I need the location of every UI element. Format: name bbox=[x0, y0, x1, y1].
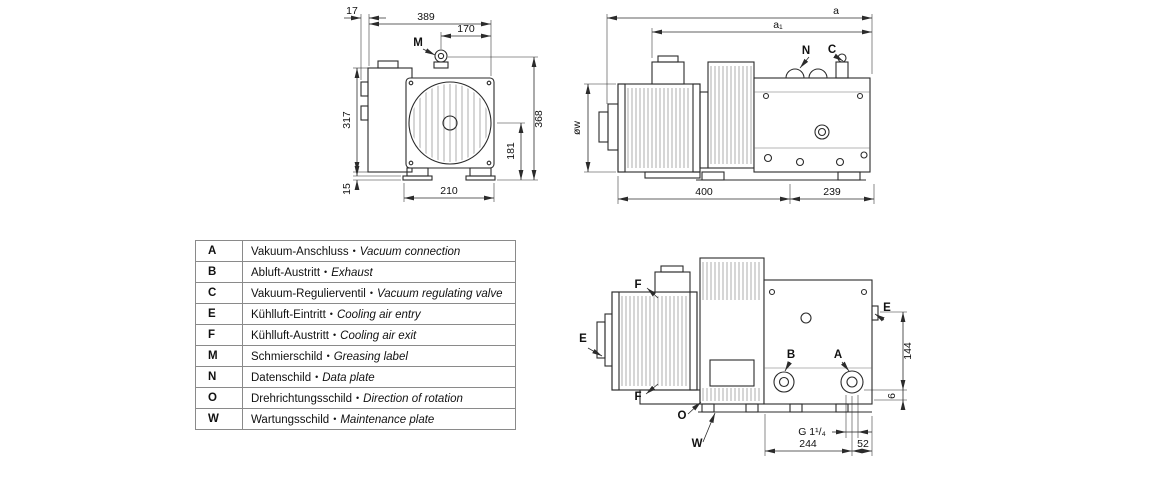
terminal-box bbox=[651, 61, 685, 85]
legend-row: O Drehrichtungsschild•Direction of rotat… bbox=[195, 387, 516, 409]
maintenance-plate-callout: W bbox=[692, 438, 703, 450]
dim-210-label: 210 bbox=[440, 185, 458, 197]
front-view-drawing: 17 389 170 M 317 368 181 15 bbox=[341, 5, 545, 202]
foot bbox=[789, 403, 803, 413]
legend-row: B Abluft-Austritt•Exhaust bbox=[195, 261, 516, 283]
legend-description: Wartungsschild•Maintenance plate bbox=[242, 408, 516, 430]
sight-glass bbox=[814, 124, 830, 140]
dim-a-label: a bbox=[833, 5, 839, 17]
dim-15-label: 15 bbox=[341, 183, 353, 195]
vacuum-port bbox=[840, 370, 864, 394]
legend-row: A Vakuum-Anschluss•Vacuum connection bbox=[195, 240, 516, 262]
legend-key: E bbox=[195, 303, 243, 325]
foot bbox=[701, 403, 715, 413]
motor-block bbox=[367, 67, 413, 173]
dim-239-label: 239 bbox=[823, 186, 841, 198]
fan-grille bbox=[408, 81, 492, 165]
exhaust-callout: B bbox=[787, 349, 795, 361]
legend-description: Kühlluft-Eintritt•Cooling air entry bbox=[242, 303, 516, 325]
legend-row: W Wartungsschild•Maintenance plate bbox=[195, 408, 516, 430]
bullet-separator: • bbox=[332, 329, 337, 340]
dim-317-label: 317 bbox=[341, 111, 353, 129]
foot bbox=[745, 403, 759, 413]
dim-181-label: 181 bbox=[505, 142, 517, 160]
legend-row: N Datenschild•Data plate bbox=[195, 366, 516, 388]
bullet-separator: • bbox=[369, 287, 373, 298]
bullet-separator: • bbox=[352, 245, 356, 256]
legend-row: E Kühlluft-Eintritt•Cooling air entry bbox=[195, 303, 516, 325]
terminal-box bbox=[654, 271, 691, 293]
bullet-separator: • bbox=[324, 266, 328, 277]
greasing-label-callout: M bbox=[413, 37, 423, 49]
motor-shaft bbox=[598, 111, 609, 143]
legend-description: Drehrichtungsschild•Direction of rotatio… bbox=[242, 387, 516, 409]
dim-a1-label: a₁ bbox=[773, 19, 783, 31]
legend-description: Vakuum-Anschluss•Vacuum connection bbox=[242, 240, 516, 262]
dim-368-label: 368 bbox=[533, 110, 545, 128]
legend-key: C bbox=[195, 282, 243, 304]
foot bbox=[837, 171, 861, 181]
dim-thread-label: G 1¹/₄ bbox=[798, 426, 826, 438]
label-plate bbox=[709, 359, 755, 387]
bullet-separator: • bbox=[333, 413, 337, 424]
dim-17-label: 17 bbox=[346, 5, 358, 17]
cooling-air-exit-callout-top: F bbox=[634, 279, 641, 291]
legend-key: F bbox=[195, 324, 243, 346]
pump-head bbox=[763, 279, 873, 405]
bullet-separator: • bbox=[356, 392, 360, 403]
legend-key: N bbox=[195, 366, 243, 388]
foot bbox=[701, 171, 725, 181]
legend-key: O bbox=[195, 387, 243, 409]
dim-170-label: 170 bbox=[457, 23, 475, 35]
bullet-separator: • bbox=[326, 350, 330, 361]
cooling-air-entry-callout-left: E bbox=[579, 333, 587, 345]
bullet-separator: • bbox=[329, 308, 333, 319]
legend-table: A Vakuum-Anschluss•Vacuum connection B A… bbox=[195, 240, 516, 430]
legend-description: Datenschild•Data plate bbox=[242, 366, 516, 388]
regulating-valve bbox=[835, 61, 849, 79]
side-view-drawing: a a₁ N C øw 400 239 bbox=[571, 5, 875, 204]
dim-144-label: 144 bbox=[902, 342, 914, 360]
rear-view-drawing: F E F E B A O W 144 6 G 1¹/₄ bbox=[579, 257, 914, 456]
legend-key: M bbox=[195, 345, 243, 367]
lifting-eyebolt bbox=[434, 49, 448, 63]
dim-244-label: 244 bbox=[799, 438, 817, 450]
dim-389-label: 389 bbox=[417, 11, 435, 23]
legend-description: Vakuum-Regulierventil•Vacuum regulating … bbox=[242, 282, 516, 304]
cooling-air-entry-callout-right: E bbox=[883, 302, 891, 314]
cooling-air-port bbox=[871, 305, 879, 321]
exhaust-port bbox=[773, 371, 795, 393]
dim-52-label: 52 bbox=[857, 438, 869, 450]
pump-head bbox=[753, 77, 871, 173]
bullet-separator: • bbox=[315, 371, 319, 382]
dim-400-label: 400 bbox=[695, 186, 713, 198]
motor-body bbox=[611, 291, 698, 391]
motor-shaft bbox=[596, 321, 606, 359]
dim-ow-label: øw bbox=[571, 121, 583, 135]
motor-body bbox=[617, 83, 701, 173]
regulating-valve-callout: C bbox=[828, 44, 836, 56]
separator-housing bbox=[699, 257, 765, 405]
legend-key: A bbox=[195, 240, 243, 262]
rotation-label-callout: O bbox=[678, 410, 687, 422]
foot bbox=[469, 167, 492, 177]
legend-description: Schmierschild•Greasing label bbox=[242, 345, 516, 367]
legend-key: W bbox=[195, 408, 243, 430]
vacuum-connection-callout: A bbox=[834, 349, 842, 361]
legend-row: C Vakuum-Regulierventil•Vacuum regulatin… bbox=[195, 282, 516, 304]
legend-description: Abluft-Austritt•Exhaust bbox=[242, 261, 516, 283]
legend-description: Kühlluft-Austritt•Cooling air exit bbox=[242, 324, 516, 346]
cooling-air-exit-callout-bottom: F bbox=[634, 391, 641, 403]
data-plate-callout: N bbox=[802, 45, 810, 57]
dim-6-label: 6 bbox=[886, 393, 898, 399]
legend-row: M Schmierschild•Greasing label bbox=[195, 345, 516, 367]
legend-row: F Kühlluft-Austritt•Cooling air exit bbox=[195, 324, 516, 346]
legend-key: B bbox=[195, 261, 243, 283]
